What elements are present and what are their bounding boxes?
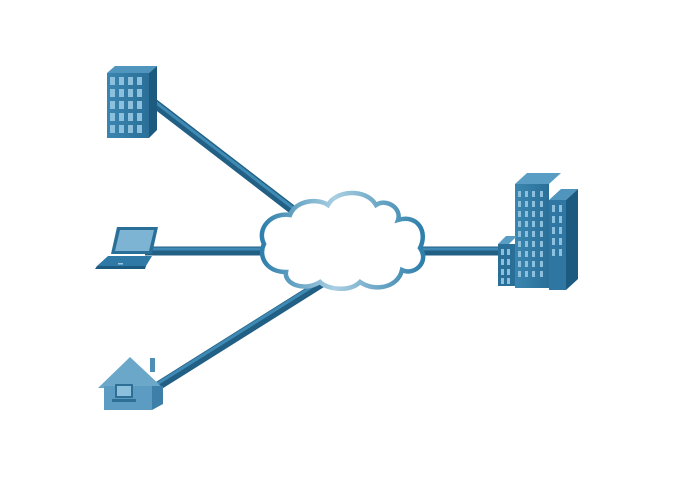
link-cloud-to-headquarters — [420, 246, 502, 256]
internet-cloud-icon — [259, 190, 426, 291]
link-laptop-to-cloud — [145, 246, 265, 256]
headquarters-buildings-icon — [498, 173, 578, 290]
link-home-to-cloud — [155, 279, 325, 390]
link-branch-to-cloud — [147, 96, 305, 221]
branch-office-building-icon — [107, 66, 157, 138]
home-office-icon — [98, 357, 163, 410]
headquarters-windows — [501, 191, 562, 284]
links — [145, 96, 502, 390]
laptop-icon — [95, 227, 158, 269]
